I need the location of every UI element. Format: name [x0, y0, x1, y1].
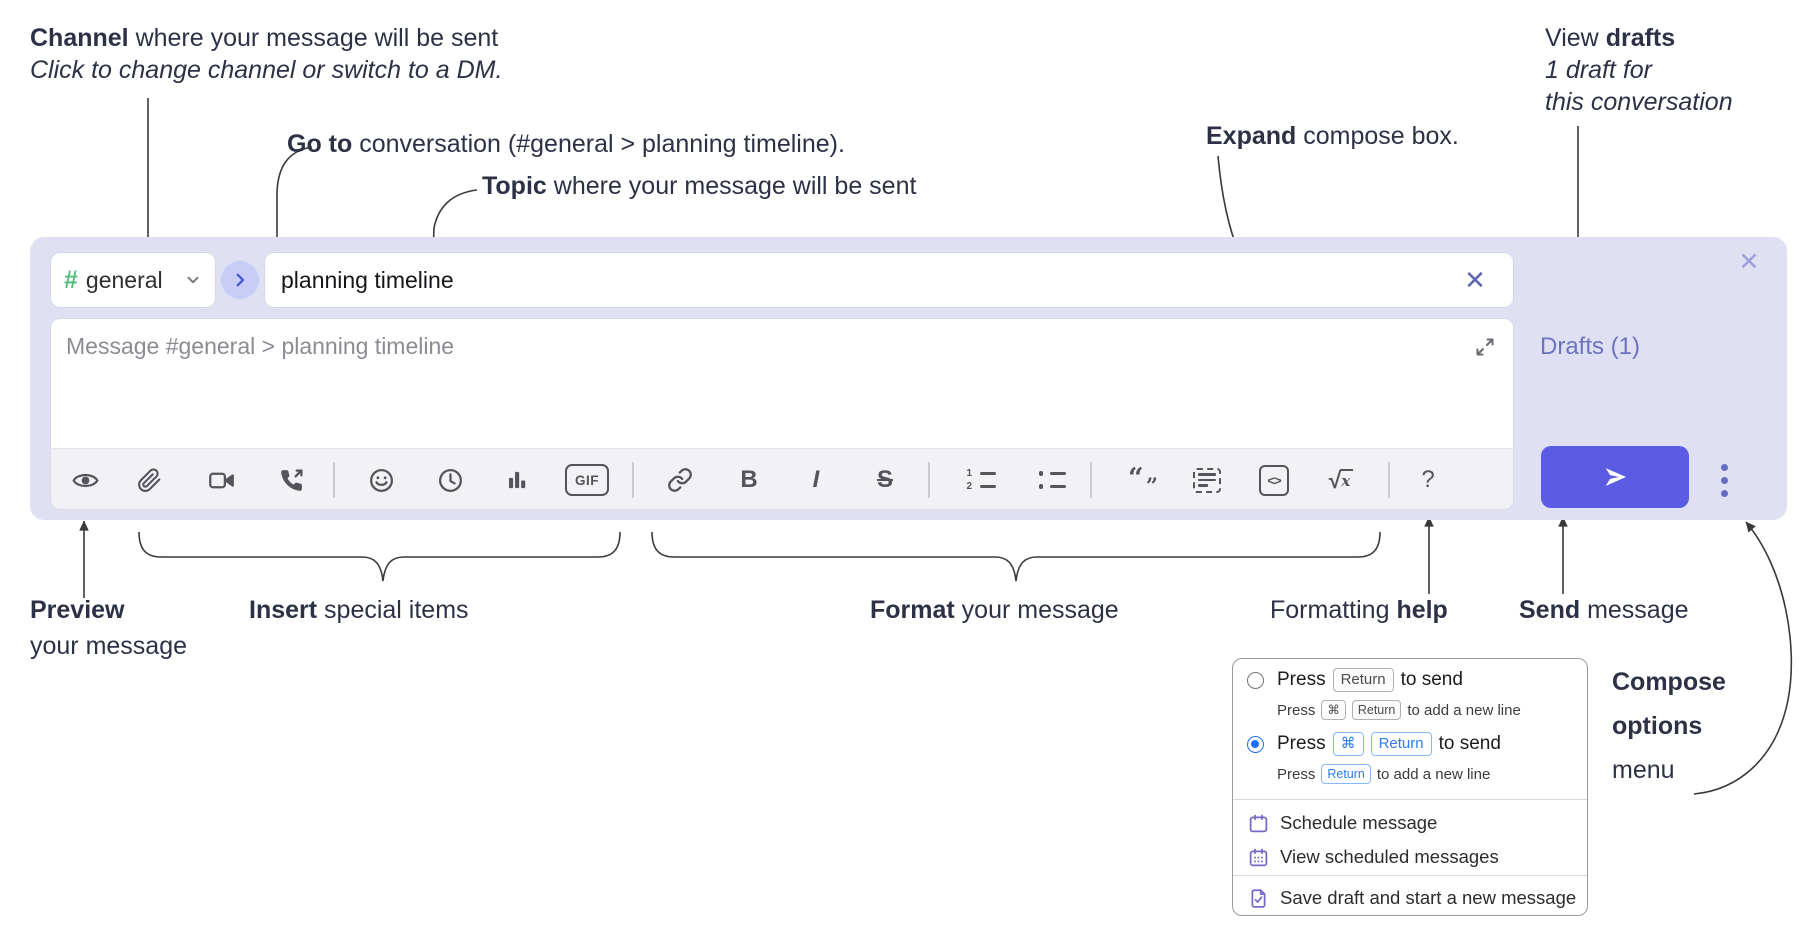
- clear-topic-icon[interactable]: ✕: [1464, 264, 1486, 295]
- formatting-help-icon[interactable]: ?: [1421, 466, 1435, 493]
- compose-box: ✕ # general ✕ Drafts (1): [30, 237, 1787, 520]
- toolbar-divider: [1090, 462, 1092, 498]
- menu-divider: [1233, 799, 1587, 800]
- radio-return-to-send[interactable]: [1247, 672, 1264, 689]
- toolbar-divider: [632, 462, 634, 498]
- goto-annotation: Go to conversation (#general > planning …: [287, 130, 845, 158]
- emoji-icon[interactable]: [366, 465, 396, 495]
- channel-name: general: [85, 266, 163, 293]
- audio-call-icon[interactable]: [276, 465, 306, 495]
- code-icon[interactable]: <>: [1259, 464, 1289, 496]
- math-icon[interactable]: √x: [1323, 465, 1359, 495]
- italic-icon[interactable]: I: [812, 466, 820, 493]
- video-call-icon[interactable]: [206, 465, 236, 495]
- calendar-icon: [1247, 812, 1269, 834]
- bulleted-list-icon[interactable]: [1036, 465, 1066, 495]
- compose-options-annotation: Compose options menu: [1612, 668, 1726, 784]
- chevron-down-icon: [187, 276, 199, 284]
- draft-check-icon: [1247, 887, 1269, 909]
- chevron-right-icon: [236, 273, 245, 287]
- send-button[interactable]: [1541, 446, 1689, 508]
- channel-selector[interactable]: # general: [50, 252, 216, 308]
- menu-item-schedule-message[interactable]: Schedule message: [1233, 807, 1587, 839]
- drafts-link[interactable]: Drafts (1): [1540, 333, 1641, 360]
- menu-item-save-draft[interactable]: Save draft and start a new message: [1233, 882, 1587, 914]
- expand-annotation: Expand compose box.: [1206, 122, 1459, 150]
- toolbar-divider: [1388, 462, 1390, 498]
- close-compose-icon[interactable]: ✕: [1738, 248, 1760, 276]
- expand-compose-icon[interactable]: [1470, 332, 1500, 362]
- compose-options-menu-button[interactable]: [1716, 458, 1732, 502]
- quote-icon[interactable]: “”: [1128, 463, 1158, 498]
- view-drafts-annotation: View drafts 1 draft for this conversatio…: [1545, 24, 1733, 116]
- preview-annotation: Preview your message: [30, 596, 188, 660]
- radio-cmd-return-to-send[interactable]: [1247, 736, 1264, 753]
- topic-annotation: Topic where your message will be sent: [482, 172, 917, 200]
- attach-paperclip-icon[interactable]: [134, 465, 164, 495]
- format-annotation: Format your message: [870, 596, 1119, 624]
- bold-icon[interactable]: B: [740, 466, 758, 493]
- menu-item-view-scheduled[interactable]: View scheduled messages: [1233, 841, 1587, 873]
- calendar-grid-icon: [1247, 846, 1269, 868]
- toolbar-divider: [928, 462, 930, 498]
- channel-hash-icon: #: [64, 265, 78, 294]
- gif-icon[interactable]: GIF: [565, 464, 609, 496]
- menu-divider: [1233, 875, 1587, 876]
- paper-plane-icon: [1605, 468, 1627, 486]
- go-to-conversation-button[interactable]: [221, 261, 259, 299]
- topic-input[interactable]: [264, 252, 1514, 308]
- strikethrough-icon[interactable]: S: [876, 466, 893, 493]
- channel-annotation: Channel where your message will be sent …: [30, 24, 503, 84]
- global-time-icon[interactable]: [435, 465, 465, 495]
- message-input[interactable]: [50, 318, 1514, 448]
- preview-eye-icon[interactable]: [70, 465, 100, 495]
- poll-icon[interactable]: [502, 465, 532, 495]
- insert-annotation: Insert special items: [249, 596, 469, 624]
- send-annotation: Send message: [1519, 596, 1689, 624]
- toolbar-divider: [333, 462, 335, 498]
- spoiler-icon[interactable]: [1192, 465, 1222, 495]
- formatting-help-annotation: Formatting help: [1270, 596, 1448, 624]
- link-icon[interactable]: [665, 465, 695, 495]
